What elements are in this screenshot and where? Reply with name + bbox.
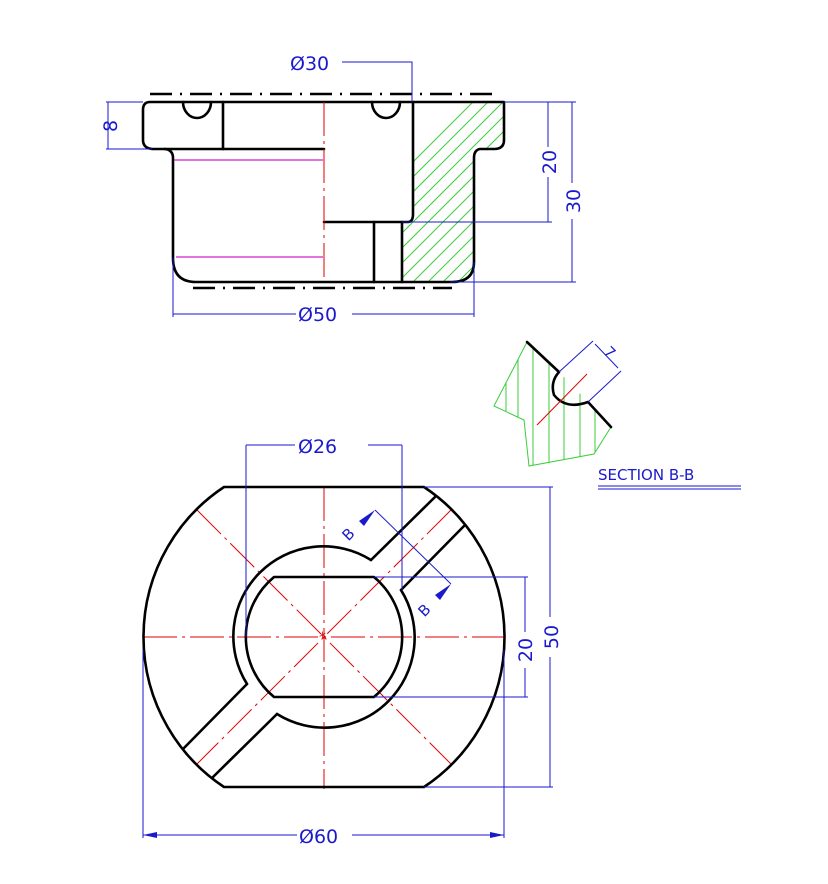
dim-depth-20: 20 [402,101,576,223]
bolt-notch-right [370,100,402,120]
svg-text:50: 50 [541,625,563,649]
elevation-outline [141,100,506,284]
dim-dia-50: Ø50 [172,258,475,326]
plan-view: * B B Ø26 20 [142,436,563,848]
dim-flange-8: 8 [100,101,152,150]
svg-text:Ø60: Ø60 [299,826,338,848]
dim-dia-26: Ø26 [245,436,403,637]
dim-width-50: 50 [424,486,563,788]
svg-text:30: 30 [563,189,585,213]
svg-text:B: B [338,524,358,544]
svg-text:Ø30: Ø30 [290,53,329,75]
boss-circle [232,545,416,729]
section-b-b: 7 SECTION B-B [493,340,741,490]
svg-text:8: 8 [100,120,122,132]
dim-height-30: 30 [450,102,585,283]
bolt-notch-left [181,100,213,120]
svg-text:20: 20 [515,638,537,662]
section-title: SECTION B-B [598,466,694,484]
svg-text:B: B [414,600,434,620]
dim-flat-20: 20 [374,576,537,698]
svg-text:Ø50: Ø50 [298,304,337,326]
slots [181,494,467,780]
section-profile [525,340,613,429]
svg-text:Ø26: Ø26 [298,436,337,458]
elevation-view: Ø30 8 20 30 Ø50 [100,53,585,326]
dim-dia-60: Ø60 [142,650,505,848]
centerlines: * [143,487,505,789]
center-mark-icon: * [319,630,326,646]
section-hatch [402,102,504,282]
section-boundary [493,341,612,467]
dim-dia-30: Ø30 [290,53,413,102]
svg-text:20: 20 [539,150,561,174]
